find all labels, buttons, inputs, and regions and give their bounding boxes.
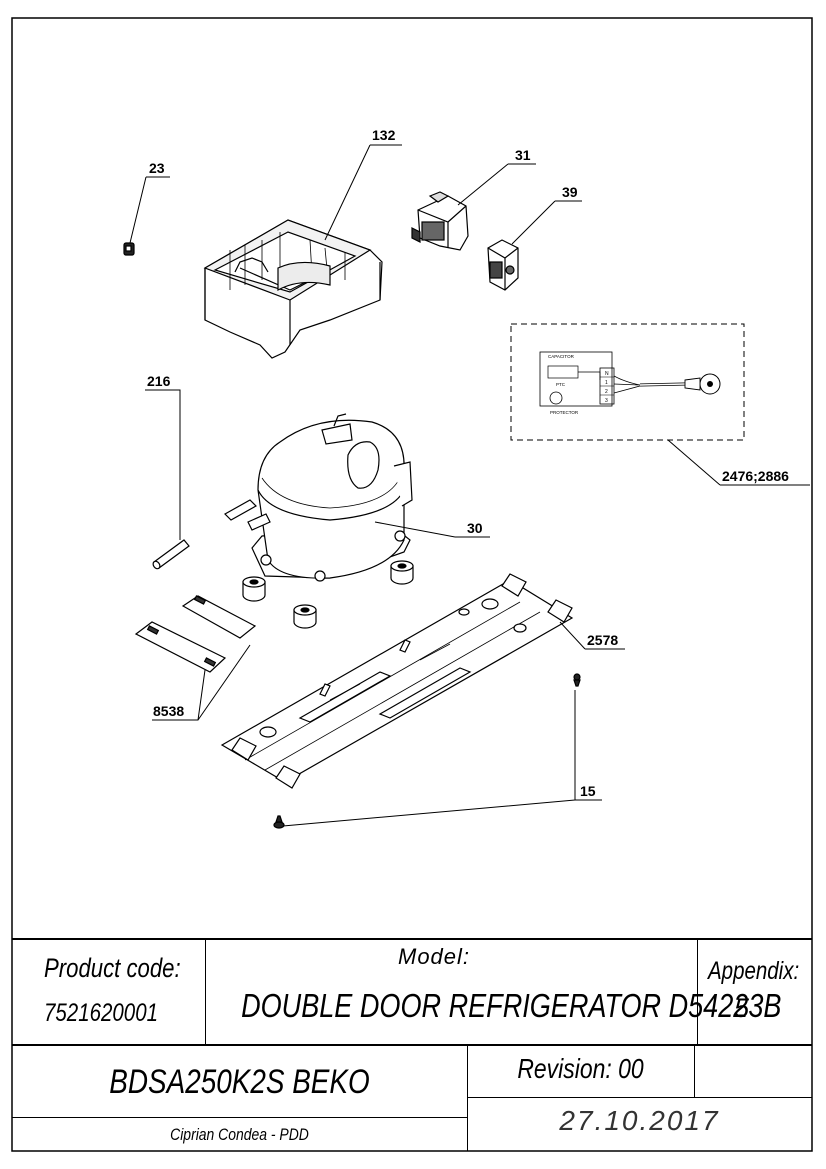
tb-line-mid <box>12 1044 812 1046</box>
wiring-label-protector: PROTECTOR <box>550 410 579 415</box>
part-31-relay <box>411 191 469 251</box>
callout-15: 15 <box>580 783 596 799</box>
callout-216: 216 <box>147 373 171 389</box>
part-15-screws <box>273 673 581 829</box>
model-value: DOUBLE DOOR REFRIGERATOR D54223B <box>241 987 782 1024</box>
callout-30: 30 <box>467 520 483 536</box>
leader-2476 <box>667 439 810 486</box>
part-2578-base-plate <box>220 573 574 789</box>
wiring-label-ptc: PTC <box>556 382 566 387</box>
wiring-harness-box: CAPACITOR PTC PROTECTOR N 1 2 3 <box>510 323 745 441</box>
leader-216 <box>145 389 181 540</box>
date: 27.10.2017 <box>559 1105 720 1136</box>
wiring-label-capacitor: CAPACITOR <box>548 354 575 359</box>
product-code-label: Product code: <box>44 953 181 983</box>
product-code-value: 7521620001 <box>44 999 159 1027</box>
tb-vline-3 <box>467 1044 468 1151</box>
part-39-protector <box>487 239 519 291</box>
model-label: Model: <box>398 944 471 969</box>
part-8538-pads <box>134 595 257 673</box>
leader-lines <box>129 144 810 827</box>
tb-vline-4 <box>694 1044 695 1097</box>
leader-132 <box>324 144 402 241</box>
callout-2578: 2578 <box>587 632 618 648</box>
callout-8538: 8538 <box>153 703 184 719</box>
callout-2476-2886: 2476;2886 <box>722 468 789 484</box>
leader-15 <box>282 690 602 827</box>
model-code: BDSA250K2S BEKO <box>109 1063 370 1101</box>
tb-line-top <box>12 938 812 940</box>
callout-31: 31 <box>515 147 531 163</box>
leader-2578 <box>559 621 625 650</box>
part-30-compressor <box>224 413 413 582</box>
tb-line-date <box>467 1097 812 1098</box>
part-23-clip <box>123 242 135 256</box>
callout-39: 39 <box>562 184 578 200</box>
wiring-terminal-3: 3 <box>605 398 608 404</box>
leader-39 <box>511 200 582 245</box>
author: Ciprian Condea - PDD <box>170 1125 309 1144</box>
callout-23: 23 <box>149 160 165 176</box>
callout-132: 132 <box>372 127 396 143</box>
part-216-tube <box>152 539 190 570</box>
leader-30 <box>374 521 490 538</box>
leader-8538 <box>152 644 251 721</box>
grommets <box>242 560 414 629</box>
tb-vline-2 <box>697 938 698 1044</box>
wiring-terminal-2: 2 <box>605 389 608 395</box>
drawing-frame <box>11 17 813 1152</box>
leader-23 <box>129 176 170 244</box>
part-132-cover-box <box>203 219 383 359</box>
revision: Revision: 00 <box>517 1053 644 1084</box>
wiring-terminal-n: N <box>605 371 609 377</box>
tb-line-author <box>12 1117 467 1118</box>
leader-31 <box>457 163 536 206</box>
appendix-value: 5 <box>734 993 750 1023</box>
appendix-label: Appendix: <box>708 957 800 985</box>
wiring-terminal-1: 1 <box>605 380 608 386</box>
tb-vline-1 <box>205 938 206 1044</box>
